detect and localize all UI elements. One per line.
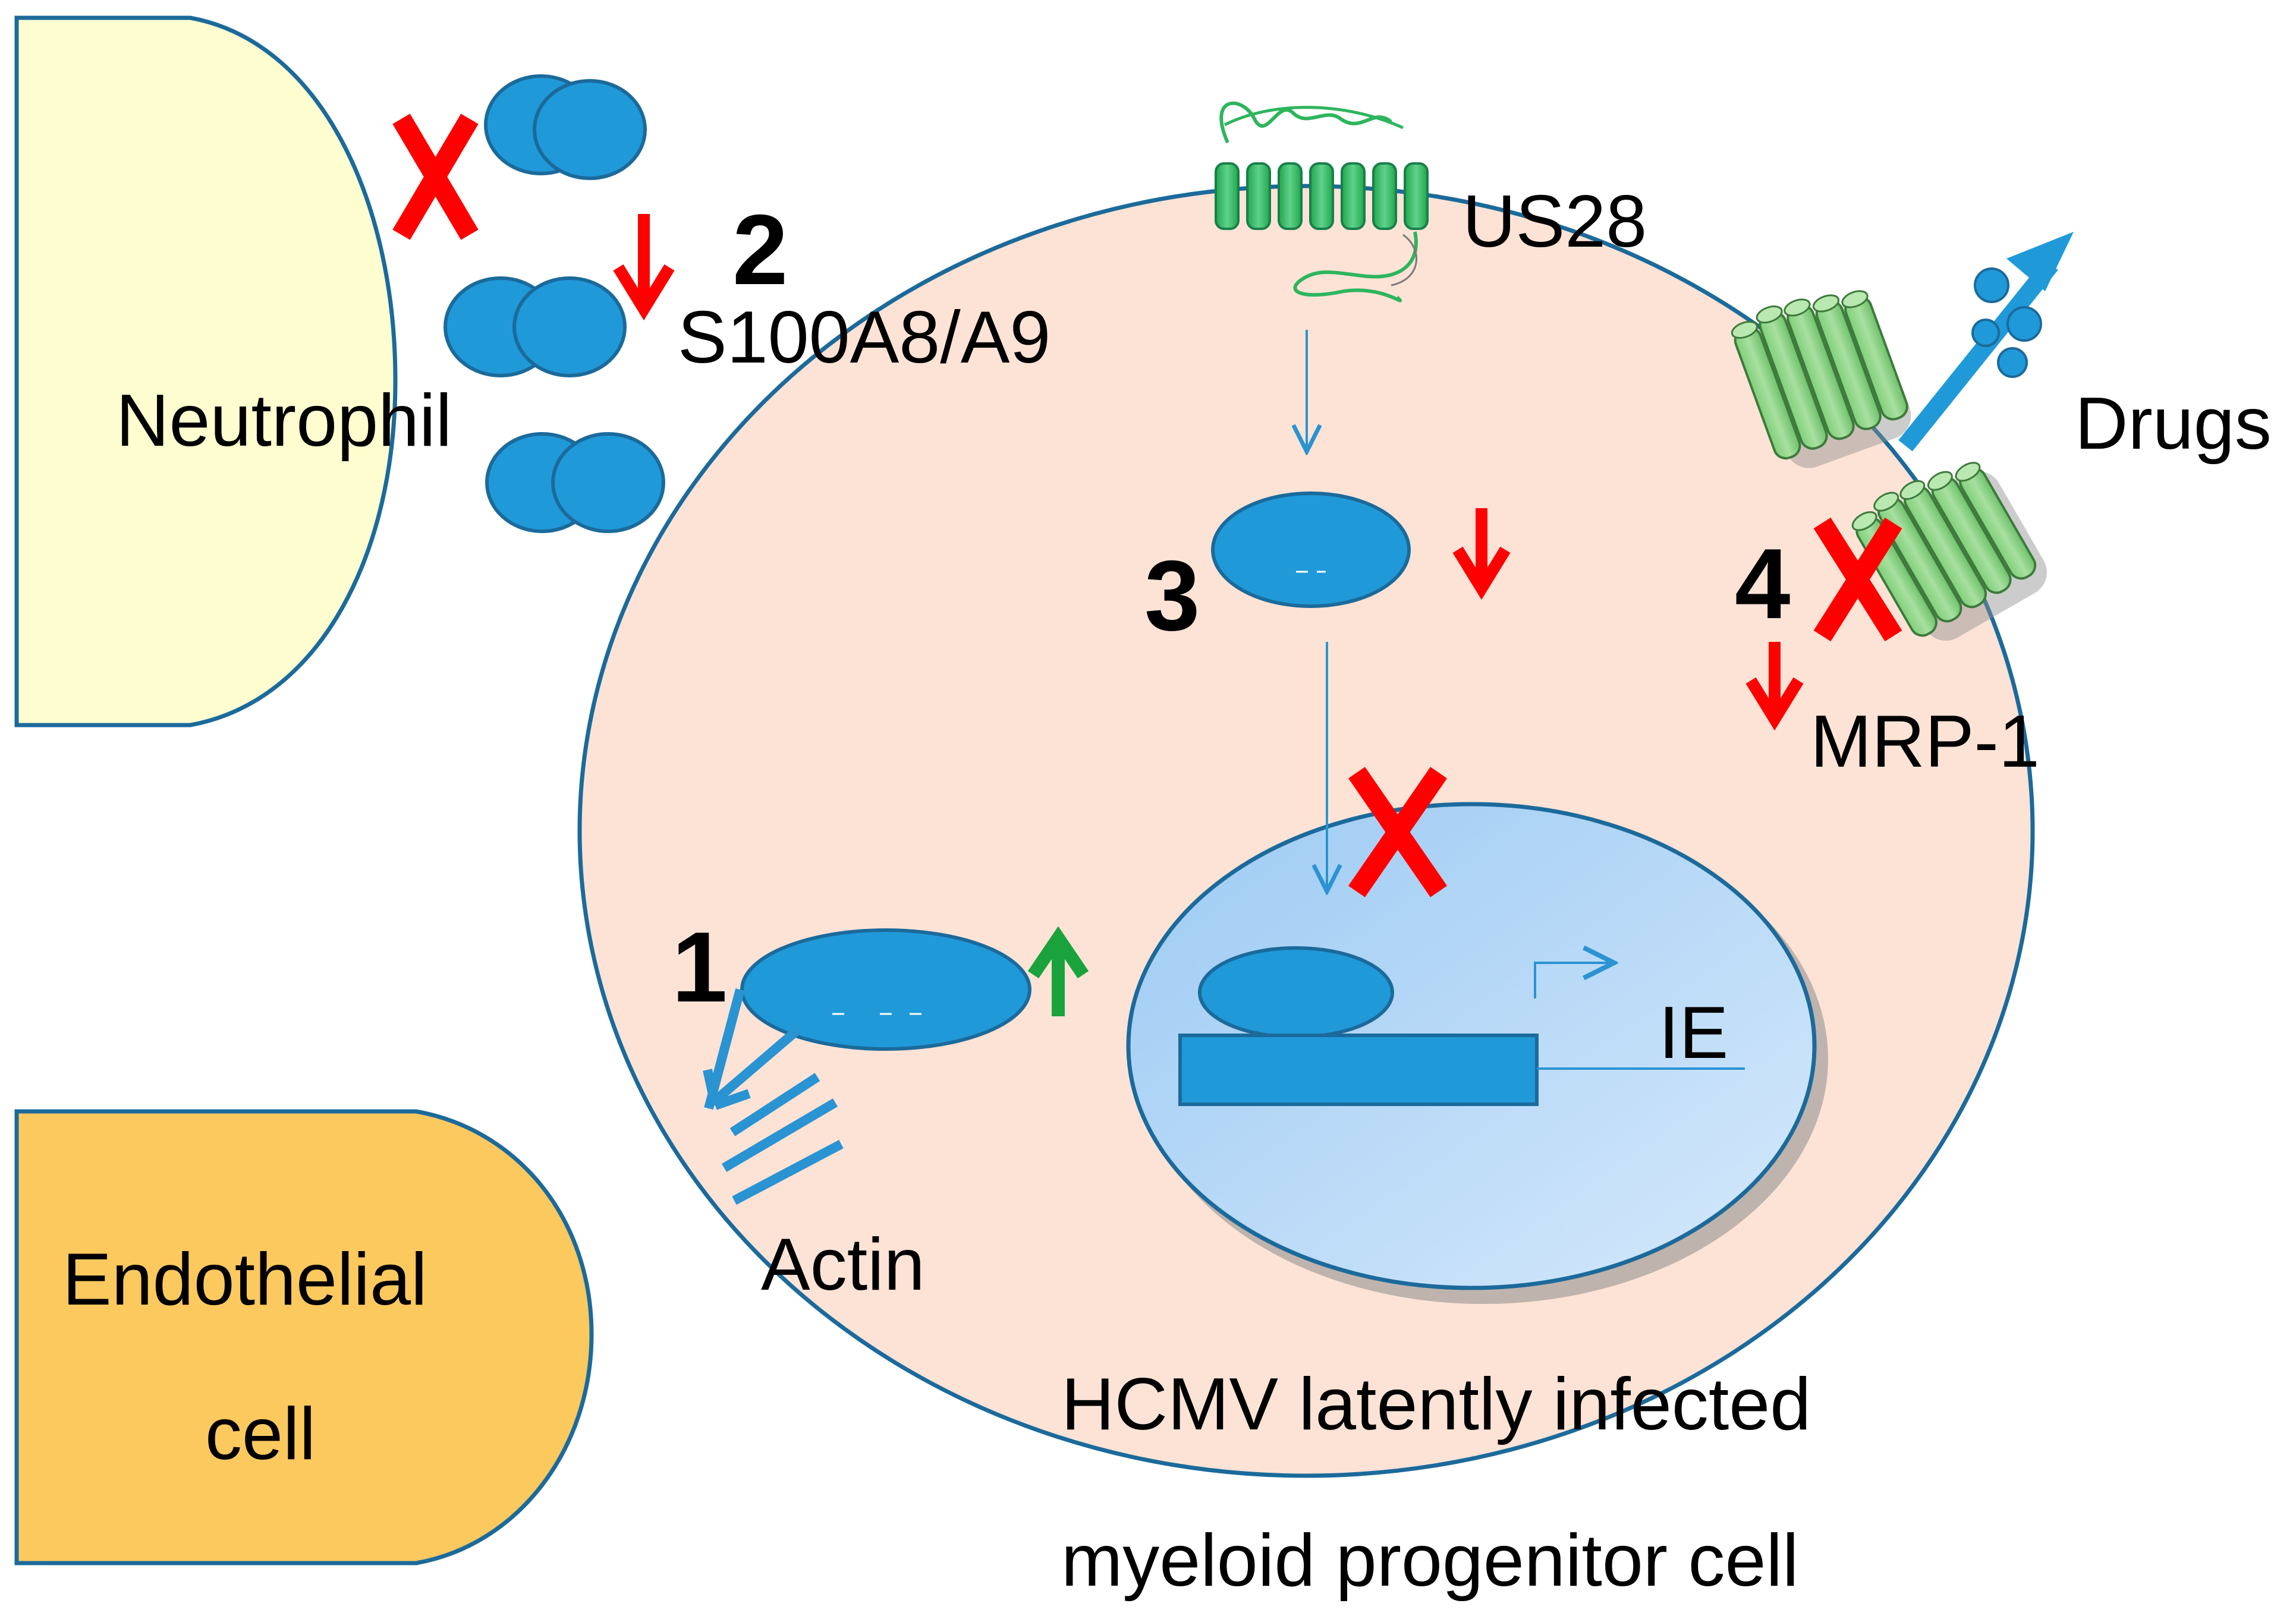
step-number-2: 2 bbox=[732, 194, 788, 305]
up-arrow-actin-regulator bbox=[1027, 926, 1089, 1016]
infected-cell-label-line1: HCMV latently infected bbox=[1061, 1363, 1811, 1445]
dna-binding-site bbox=[1178, 1034, 1539, 1106]
drug-molecules bbox=[1971, 267, 2042, 378]
mrp1-transporter-upper bbox=[1731, 290, 1911, 468]
step-number-3: 3 bbox=[1144, 540, 1200, 651]
mrp1-label: MRP-1 bbox=[1810, 701, 2040, 783]
down-arrow-factor bbox=[1452, 508, 1511, 600]
ie-gene-label: IE bbox=[1659, 992, 1728, 1074]
infected-cell-label-line2: myeloid progenitor cell bbox=[1061, 1520, 1799, 1602]
endothelial-label-line1: Endothelial bbox=[62, 1239, 427, 1321]
s100-dimer-bottom bbox=[485, 432, 665, 533]
actin-filaments bbox=[703, 988, 844, 1205]
step-number-1: 1 bbox=[672, 911, 727, 1023]
inhibition-x-nucleus bbox=[1348, 767, 1447, 897]
actin-regulator bbox=[740, 928, 1031, 1051]
neutrophil-label: Neutrophil bbox=[116, 380, 452, 462]
drugs-label: Drugs bbox=[2075, 383, 2272, 465]
us28-receptor bbox=[1215, 101, 1429, 303]
actin-label: Actin bbox=[761, 1224, 925, 1306]
s100-dimer-top bbox=[484, 74, 647, 180]
inhibition-x-mrp1 bbox=[1813, 517, 1902, 642]
signaling-factor bbox=[1211, 492, 1411, 608]
mrp1-transporter-lower bbox=[1851, 462, 2047, 641]
us28-label: US28 bbox=[1462, 181, 1647, 263]
transcription-factor bbox=[1198, 946, 1394, 1039]
inhibition-x-neutrophil bbox=[392, 114, 479, 240]
neutrophil-cell bbox=[14, 15, 398, 727]
transcription-start-arrow bbox=[1534, 963, 1614, 998]
s100-label: S100A8/A9 bbox=[678, 297, 1051, 379]
down-arrow-s100 bbox=[613, 214, 675, 321]
s100-dimer-middle bbox=[444, 276, 627, 377]
endothelial-cell bbox=[14, 1109, 594, 1565]
drug-efflux-arrow bbox=[1898, 232, 2074, 452]
endothelial-label-line2: cell bbox=[205, 1393, 316, 1475]
down-arrow-mrp1 bbox=[1745, 642, 1804, 731]
step-number-4: 4 bbox=[1735, 528, 1790, 640]
